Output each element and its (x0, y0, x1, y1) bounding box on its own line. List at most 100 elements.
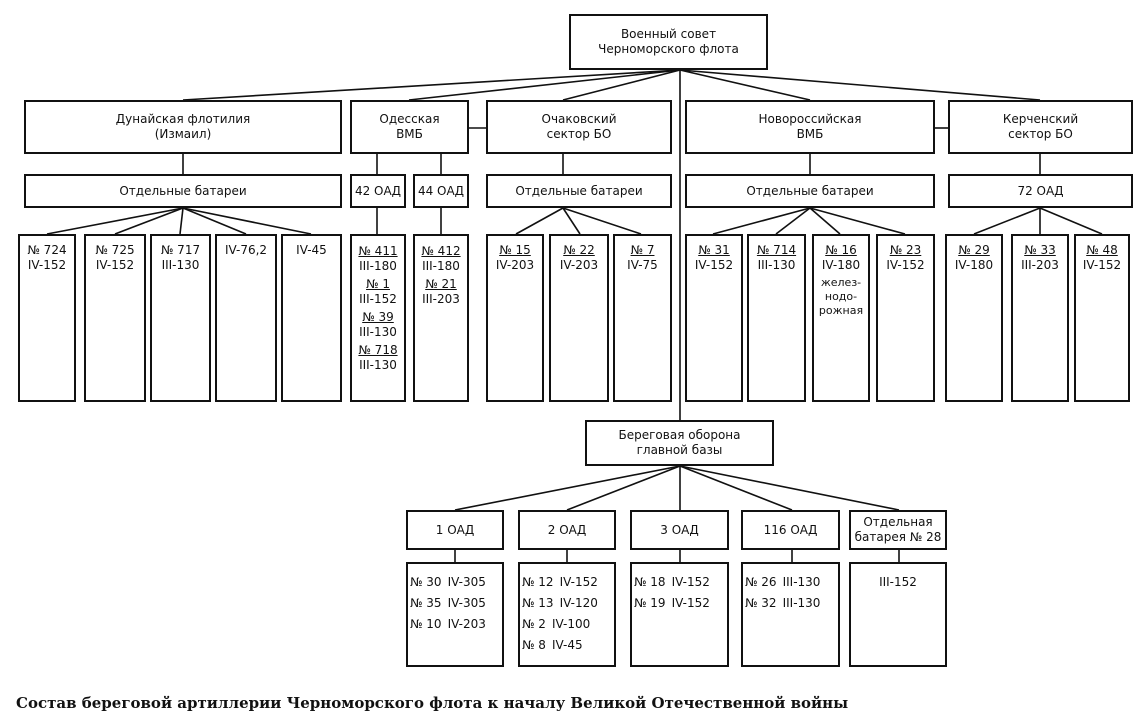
battery-novorossiysk-4: № 23 IV-152 (876, 234, 935, 402)
battery-kerch-3: № 48 IV-152 (1074, 234, 1130, 402)
group-odessa-42: 42 ОАД (350, 174, 406, 208)
battery-danube-5: IV-45 (281, 234, 342, 402)
battery-spec: III-180 (422, 259, 460, 273)
battery-kerch-2: № 33 III-203 (1011, 234, 1069, 402)
root-node: Военный совет Черноморского флота (569, 14, 768, 70)
battery-note: нодо- (824, 290, 858, 303)
battery-number: № 31 (698, 243, 730, 257)
battery-number: № 15 (499, 243, 531, 257)
list-item: № 10 IV-203 (408, 614, 502, 635)
battery-number: № 21 (425, 277, 457, 291)
group-danube-label: Отдельные батареи (119, 183, 247, 198)
unit-1-oad: 1 ОАД (406, 510, 504, 550)
main-base-line1: Береговая оборона (618, 428, 741, 442)
command-novorossiysk-line1: Новороссийская (758, 112, 862, 126)
battery-spec: IV-180 (821, 258, 861, 272)
battery-number: № 724 (27, 243, 67, 257)
command-danube-line2: (Измаил) (154, 127, 212, 141)
group-kerch-label: 72 ОАД (1017, 183, 1064, 198)
command-odessa: Одесская ВМБ (350, 100, 469, 154)
battery-number: № 35 (410, 596, 442, 610)
root-line1: Военный совет (620, 27, 717, 41)
root-line2: Черноморского флота (598, 42, 739, 56)
group-odessa-44: 44 ОАД (413, 174, 469, 208)
battery-spec: IV-203 (495, 258, 535, 272)
battery-spec: III-130 (359, 325, 397, 339)
battery-spec: IV-152 (671, 596, 710, 610)
battery-novorossiysk-1: № 31 IV-152 (685, 234, 743, 402)
battery-novorossiysk-2: № 714 III-130 (747, 234, 806, 402)
unit-battery-28: Отдельная батарея № 28 (849, 510, 947, 550)
battery-spec: IV-45 (551, 638, 583, 652)
battery-number: № 10 (410, 617, 442, 631)
list-item: № 8 IV-45 (520, 635, 614, 656)
battery-number: № 412 (421, 244, 461, 258)
battery-number: № 23 (889, 243, 922, 257)
battery-spec: IV-152 (1082, 258, 1122, 272)
battery-spec: IV-203 (447, 617, 486, 631)
battery-spec: IV-120 (559, 596, 598, 610)
unit-2-oad: 2 ОАД (518, 510, 616, 550)
group-ochakov: Отдельные батареи (486, 174, 672, 208)
battery-number: № 12 (522, 575, 554, 589)
command-danube: Дунайская флотилия (Измаил) (24, 100, 342, 154)
battery-spec: IV-180 (954, 258, 994, 272)
main-base-node: Береговая оборона главной базы (585, 420, 774, 466)
group-kerch: 72 ОАД (948, 174, 1133, 208)
battery-spec: III-130 (782, 575, 821, 589)
battery-number: № 30 (410, 575, 442, 589)
battery-number: № 725 (95, 243, 135, 257)
battery-number: № 13 (522, 596, 554, 610)
battery-number: № 714 (756, 243, 797, 257)
battery-number: № 717 (160, 243, 201, 257)
battery-danube-3: № 717 III-130 (150, 234, 211, 402)
battery-odessa-42-list: № 411 III-180 № 1 III-152 № 39 III-130 №… (350, 234, 406, 402)
command-danube-line1: Дунайская флотилия (115, 112, 251, 126)
battery-ochakov-2: № 22 IV-203 (549, 234, 609, 402)
unit-battery-28-list: III-152 (849, 562, 947, 667)
battery-spec: IV-152 (671, 575, 710, 589)
battery-number: № 18 (634, 575, 666, 589)
battery-number: № 26 (745, 575, 777, 589)
battery-spec: IV-152 (694, 258, 734, 272)
unit-label: 1 ОАД (435, 522, 475, 537)
unit-label: 116 ОАД (763, 522, 818, 537)
command-ochakov-line1: Очаковский (541, 112, 617, 126)
battery-number: № 29 (958, 243, 990, 257)
battery-spec: III-203 (422, 292, 460, 306)
unit-3-oad-list: № 18 IV-152 № 19 IV-152 (630, 562, 729, 667)
group-odessa-44-label: 44 ОАД (417, 183, 465, 198)
command-kerch: Керченский сектор БО (948, 100, 1133, 154)
unit-label: 3 ОАД (660, 522, 699, 537)
battery-spec: IV-100 (551, 617, 591, 631)
battery-number: № 19 (634, 596, 666, 610)
battery-number: № 8 (522, 638, 546, 652)
battery-odessa-44-list: № 412 III-180 № 21 III-203 (413, 234, 469, 402)
unit-label: 2 ОАД (547, 522, 587, 537)
battery-number: № 39 (362, 310, 394, 324)
battery-number: № 48 (1086, 243, 1118, 257)
battery-number: № 1 (366, 277, 390, 291)
list-item: № 26 III-130 (743, 572, 838, 593)
battery-number: № 22 (563, 243, 595, 257)
group-ochakov-label: Отдельные батареи (515, 183, 643, 198)
battery-kerch-1: № 29 IV-180 (945, 234, 1003, 402)
battery-spec: III-152 (359, 292, 397, 306)
battery-spec: III-152 (879, 575, 917, 589)
main-base-line2: главной базы (636, 443, 723, 457)
battery-spec: III-130 (359, 358, 397, 372)
battery-spec: III-180 (359, 259, 397, 273)
battery-spec: III-130 (757, 258, 796, 272)
battery-spec: IV-45 (296, 243, 327, 257)
command-odessa-line2: ВМБ (396, 127, 423, 141)
unit-3-oad: 3 ОАД (630, 510, 729, 550)
command-kerch-line1: Керченский (1002, 112, 1079, 126)
battery-novorossiysk-3: № 16 IV-180 желез- нодо- рожная (812, 234, 870, 402)
battery-danube-2: № 725 IV-152 (84, 234, 146, 402)
